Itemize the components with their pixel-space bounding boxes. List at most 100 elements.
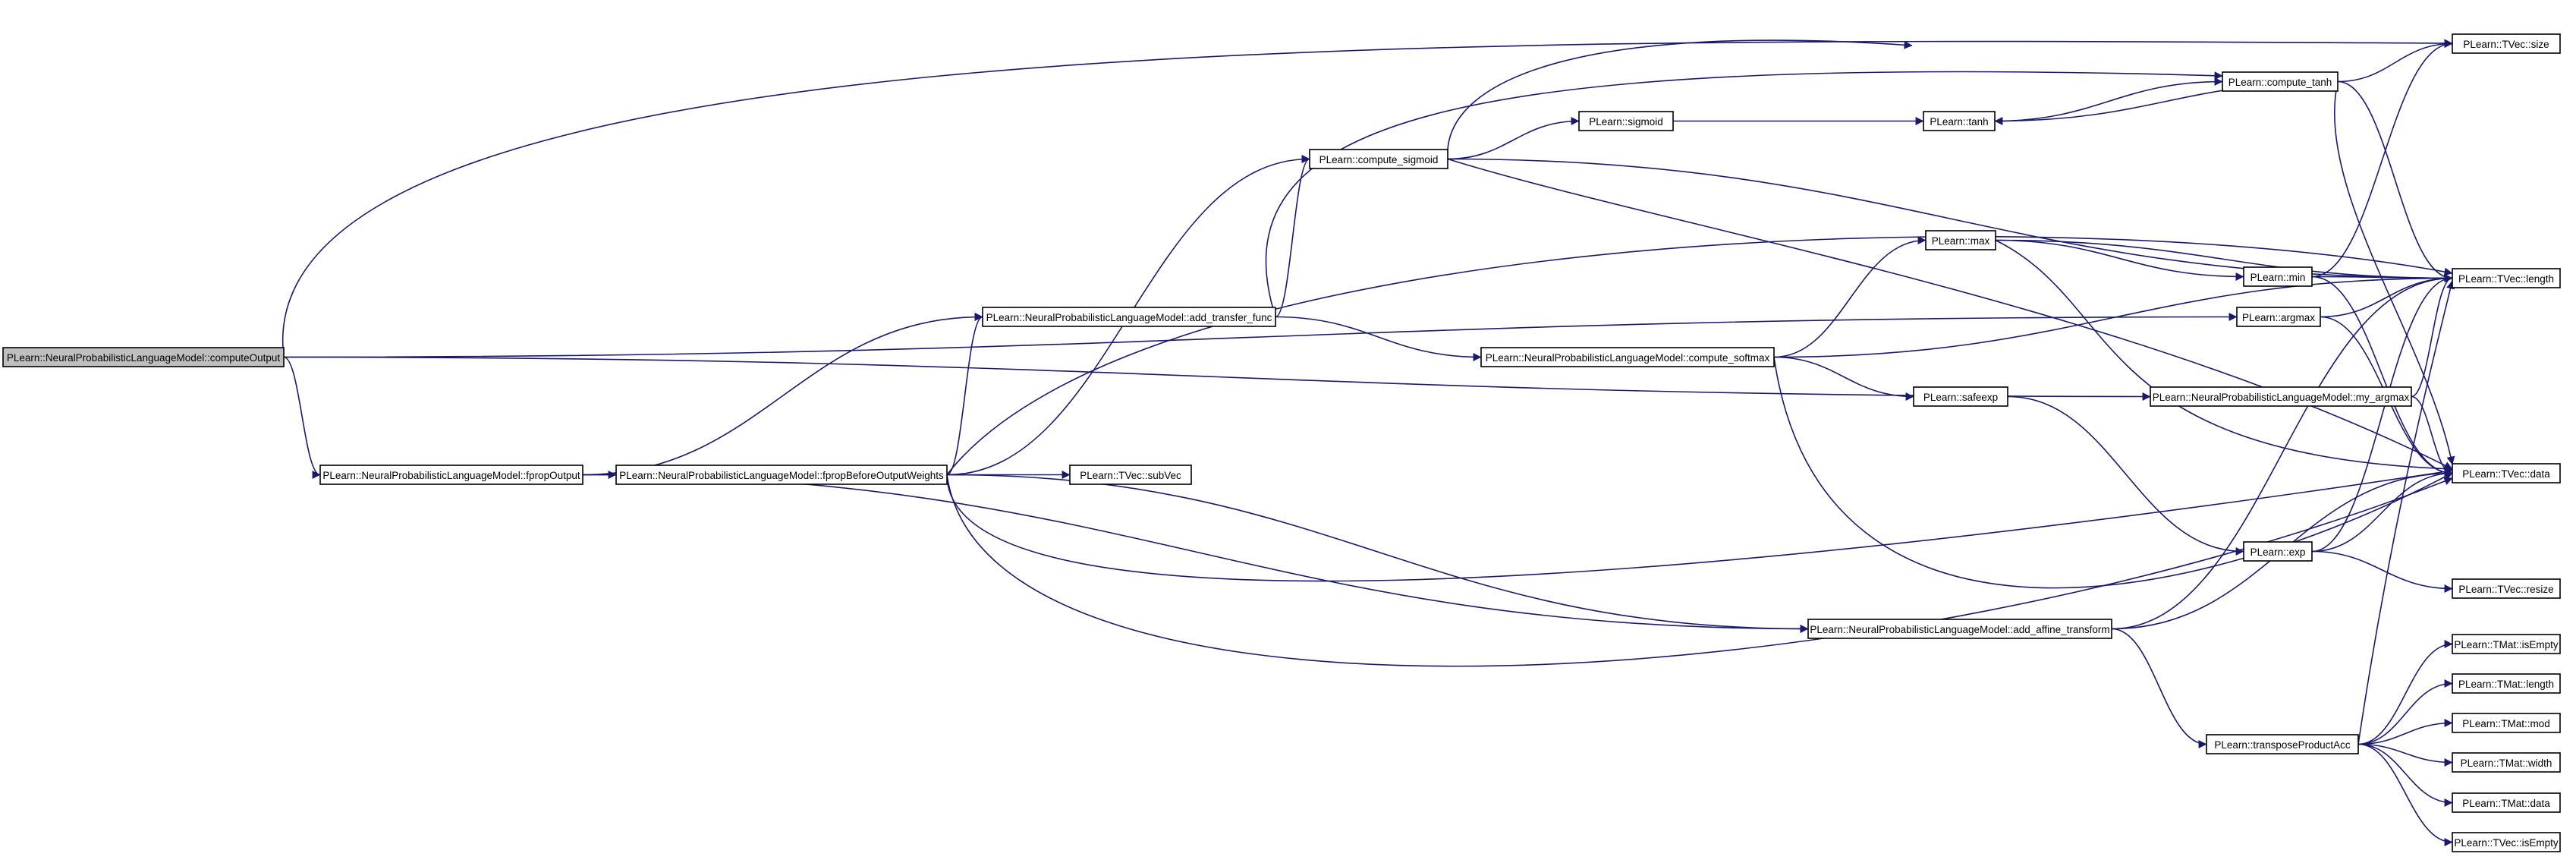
node-layer: PLearn::NeuralProbabilisticLanguageModel… (2, 33, 2561, 852)
node-transposeProductAcc[interactable]: PLearn::transposeProductAcc (2206, 734, 2359, 754)
node-safeexp[interactable]: PLearn::safeexp (1913, 386, 2008, 407)
edge-addAffine-to-transposeProductAcc (2111, 628, 2207, 748)
node-box (2243, 541, 2313, 562)
node-label: PLearn::argmax (2242, 312, 2315, 323)
node-label: PLearn::min (2250, 272, 2306, 283)
node-tmatIsEmpty[interactable]: PLearn::TMat::isEmpty (2452, 634, 2561, 654)
edge-exp-to-tvecResize (2311, 550, 2453, 593)
node-box (1923, 111, 1996, 131)
node-subVec[interactable]: PLearn::TVec::subVec (1069, 465, 1192, 485)
node-label: PLearn::TMat::mod (2462, 718, 2550, 729)
node-label: PLearn::max (1932, 235, 1990, 247)
edge-fpropBefore-to-tvecData (946, 474, 2453, 667)
node-tvecSize[interactable]: PLearn::TVec::size (2452, 33, 2561, 54)
edge-fpropOutput-to-addAffine (582, 474, 1809, 633)
node-box (1578, 111, 1674, 131)
edge-computeOutput-to-myArgmax (283, 356, 2151, 401)
node-label: PLearn::compute_sigmoid (1319, 154, 1439, 165)
node-box (2222, 71, 2339, 92)
node-computeOutput[interactable]: PLearn::NeuralProbabilisticLanguageModel… (2, 347, 285, 367)
node-box (1480, 347, 1775, 367)
node-box (2452, 33, 2561, 54)
node-box (1069, 465, 1192, 485)
edge-max-to-tvecData (1995, 239, 2453, 474)
node-computeTanh[interactable]: PLearn::compute_tanh (2222, 71, 2339, 92)
edge-myArgmax-to-tvecData (2411, 395, 2453, 477)
node-label: PLearn::TMat::data (2462, 798, 2550, 809)
node-box (1309, 149, 1448, 169)
node-tvecLength[interactable]: PLearn::TVec::length (2452, 268, 2561, 288)
node-tmatLength[interactable]: PLearn::TMat::length (2452, 673, 2561, 694)
node-computeSoftmax[interactable]: PLearn::NeuralProbabilisticLanguageModel… (1480, 347, 1775, 367)
edge-min-to-tvecLength (2311, 273, 2453, 282)
node-label: PLearn::safeexp (1923, 392, 1998, 403)
node-exp[interactable]: PLearn::exp (2243, 541, 2313, 562)
node-tmatMod[interactable]: PLearn::TMat::mod (2452, 713, 2561, 733)
edge-computeSoftmax-to-max (1773, 236, 1926, 358)
node-label: PLearn::TVec::size (2463, 39, 2549, 50)
node-fpropOutput[interactable]: PLearn::NeuralProbabilisticLanguageModel… (319, 465, 583, 485)
node-addAffine[interactable]: PLearn::NeuralProbabilisticLanguageModel… (1807, 619, 2112, 639)
node-tmatWidth[interactable]: PLearn::TMat::width (2452, 752, 2561, 773)
node-box (2452, 634, 2561, 654)
node-box (2150, 386, 2412, 407)
node-label: PLearn::tanh (1930, 116, 1988, 128)
edge-computeSigmoid-to-tvecSize (1447, 39, 1913, 159)
edge-transposeProductAcc-to-tmatData (2357, 743, 2453, 807)
node-addTransfer[interactable]: PLearn::NeuralProbabilisticLanguageModel… (982, 307, 1276, 327)
node-min[interactable]: PLearn::min (2243, 266, 2313, 287)
node-box (2206, 734, 2359, 754)
edge-argmax-to-tvecLength (2320, 274, 2453, 318)
edge-fpropOutput-to-addTransfer (582, 313, 983, 476)
node-label: PLearn::compute_tanh (2228, 77, 2332, 88)
edge-transposeProductAcc-to-tmatLength (2357, 679, 2453, 745)
edge-fpropBefore-to-addAffine (946, 474, 1809, 633)
edge-computeSigmoid-to-sigmoid (1447, 117, 1580, 160)
node-myArgmax[interactable]: PLearn::NeuralProbabilisticLanguageModel… (2150, 386, 2412, 407)
edge-transposeProductAcc-to-tmatWidth (2357, 743, 2453, 767)
edge-computeSigmoid-to-tvecLength (1447, 158, 2453, 282)
node-box (1913, 386, 2008, 407)
node-tvecResize[interactable]: PLearn::TVec::resize (2452, 578, 2561, 599)
edge-myArgmax-to-tvecLength (2411, 274, 2453, 398)
node-tvecData[interactable]: PLearn::TVec::data (2452, 463, 2561, 483)
node-tvecIsEmpty[interactable]: PLearn::TVec::isEmpty (2452, 832, 2561, 852)
node-box (2452, 578, 2561, 599)
node-box (2452, 792, 2561, 813)
node-label: PLearn::NeuralProbabilisticLanguageModel… (322, 470, 580, 481)
node-computeSigmoid[interactable]: PLearn::compute_sigmoid (1309, 149, 1448, 169)
edge-fpropBefore-to-transposeProductAcc (946, 468, 2453, 582)
node-box (982, 307, 1276, 327)
edge-addTransfer-to-computeSigmoid (1275, 155, 1310, 318)
node-box (2452, 752, 2561, 773)
node-box (2452, 268, 2561, 288)
edge-fpropBefore-to-addTransfer (946, 313, 983, 476)
node-max[interactable]: PLearn::max (1925, 230, 1996, 250)
edge-computeOutput-to-tvecSize (282, 39, 2453, 357)
node-tmatData[interactable]: PLearn::TMat::data (2452, 792, 2561, 813)
node-sigmoid[interactable]: PLearn::sigmoid (1578, 111, 1674, 131)
node-label: PLearn::TMat::width (2461, 757, 2552, 769)
node-label: PLearn::TVec::isEmpty (2454, 837, 2559, 849)
edge-transposeProductAcc-to-tvecIsEmpty (2357, 743, 2453, 846)
node-label: PLearn::NeuralProbabilisticLanguageModel… (619, 470, 944, 481)
node-label: PLearn::NeuralProbabilisticLanguageModel… (2153, 392, 2410, 403)
node-label: PLearn::TVec::data (2462, 468, 2550, 480)
edge-computeTanh-to-tvecLength (2337, 80, 2453, 282)
node-label: PLearn::NeuralProbabilisticLanguageModel… (1810, 624, 2109, 635)
node-box (615, 465, 948, 485)
node-box (2452, 463, 2561, 483)
node-label: PLearn::transposeProductAcc (2214, 739, 2351, 751)
node-box (2452, 832, 2561, 852)
node-argmax[interactable]: PLearn::argmax (2236, 307, 2321, 327)
node-fpropBefore[interactable]: PLearn::NeuralProbabilisticLanguageModel… (615, 465, 948, 485)
node-box (1925, 230, 1996, 250)
edge-safeexp-to-exp (2007, 395, 2244, 556)
edge-computeSoftmax-to-tvecLength (1773, 274, 2453, 358)
edge-max-to-min (1995, 239, 2244, 281)
edge-computeOutput-to-argmax (283, 313, 2238, 358)
edge-computeOutput-to-fpropOutput (283, 356, 321, 479)
edge-transposeProductAcc-to-tvecLength (2357, 280, 2455, 745)
edge-exp-to-tvecLength (2311, 274, 2453, 553)
node-tanh[interactable]: PLearn::tanh (1923, 111, 1996, 131)
